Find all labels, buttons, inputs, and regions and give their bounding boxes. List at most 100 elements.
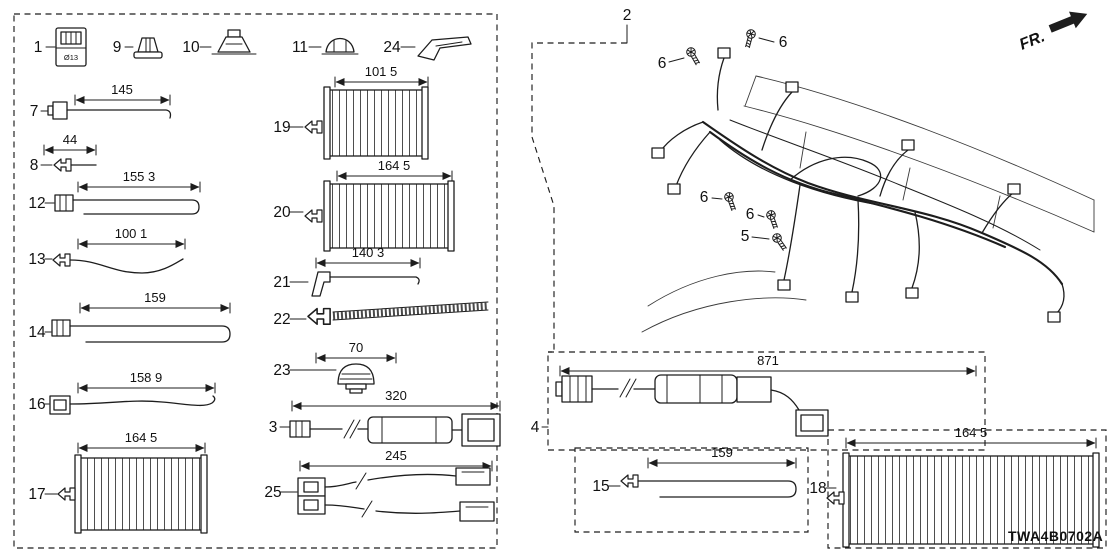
callout-6-label: 6 bbox=[700, 189, 709, 206]
part-24: 24 bbox=[383, 36, 472, 61]
bolt-icon bbox=[742, 28, 757, 50]
part-21: 140 3 21 bbox=[273, 245, 421, 297]
clip-with-wire-icon bbox=[311, 271, 420, 297]
part-7: 145 7 bbox=[30, 82, 172, 120]
part-23-ref: 23 bbox=[273, 362, 290, 379]
part-18-dashed-box bbox=[827, 429, 1107, 549]
part-13-dim-label: 100 1 bbox=[115, 226, 148, 241]
connector-icon bbox=[1047, 311, 1061, 323]
cable-assembly-icon bbox=[297, 467, 495, 522]
fr-label: FR. bbox=[1017, 28, 1047, 53]
wire-with-connector-icon bbox=[51, 319, 231, 343]
cable-assembly-icon bbox=[289, 413, 501, 447]
instrument-panel-outline bbox=[641, 75, 1095, 333]
callout-6-label: 6 bbox=[779, 34, 788, 51]
clip-icon bbox=[826, 491, 845, 505]
part-4-dim-label: 871 bbox=[757, 353, 779, 368]
part-15-dimension: 159 bbox=[647, 445, 797, 469]
callout-6-label: 6 bbox=[658, 55, 667, 72]
part-12-dimension: 155 3 bbox=[77, 169, 201, 193]
part-15-dashed-box bbox=[574, 447, 809, 533]
part-18-ref: 18 bbox=[809, 480, 826, 497]
part-12: 155 3 12 bbox=[28, 169, 201, 215]
part-24-ref: 24 bbox=[383, 39, 401, 56]
part-7-dim-label: 145 bbox=[111, 82, 133, 97]
part-13: 100 1 13 bbox=[28, 226, 186, 274]
connector-icon bbox=[901, 139, 915, 151]
corrugated-tube-icon bbox=[57, 454, 208, 534]
part-3-ref: 3 bbox=[269, 419, 278, 436]
bolt-callout-6-3: 6 bbox=[700, 189, 739, 213]
connector-icon bbox=[777, 279, 791, 291]
clip-icon bbox=[321, 37, 359, 55]
part-3-dim-label: 320 bbox=[385, 388, 407, 403]
part-15-dim-label: 159 bbox=[711, 445, 733, 460]
part-20-dim-label: 164 5 bbox=[378, 158, 411, 173]
connector-icon bbox=[785, 81, 799, 93]
part-21-dim-label: 140 3 bbox=[352, 245, 385, 260]
part-20-dimension: 164 5 bbox=[336, 158, 453, 182]
clip-icon bbox=[211, 29, 257, 55]
wire-break-mark bbox=[619, 378, 637, 398]
part-23: 70 23 bbox=[273, 340, 397, 394]
harness-zone-dashed-boundary bbox=[531, 42, 627, 353]
connector-icon bbox=[651, 147, 665, 159]
part-16: 158 9 16 bbox=[28, 370, 216, 415]
part-8-dim-label: 44 bbox=[63, 132, 77, 147]
part-7-dimension: 145 bbox=[74, 82, 171, 106]
part-16-dimension: 158 9 bbox=[77, 370, 216, 394]
part-19-ref: 19 bbox=[273, 119, 290, 136]
part-25-ref: 25 bbox=[264, 484, 281, 501]
part-17-ref: 17 bbox=[28, 486, 45, 503]
part-17-dimension: 164 5 bbox=[77, 430, 206, 454]
part-14-dimension: 159 bbox=[79, 290, 231, 314]
part-3-dimension: 320 bbox=[291, 388, 501, 412]
part-10: 10 bbox=[182, 29, 257, 56]
cable-assembly-icon bbox=[555, 374, 829, 437]
front-arrow-icon bbox=[1048, 11, 1088, 33]
corrugated-tube-icon bbox=[304, 86, 429, 160]
clip-icon bbox=[304, 120, 323, 134]
part-23-dimension: 70 bbox=[315, 340, 397, 364]
bolt-icon bbox=[722, 190, 739, 213]
part-19-dim-label: 101 5 bbox=[365, 64, 398, 79]
part-4-dashed-box bbox=[547, 351, 986, 451]
clip-icon bbox=[57, 487, 76, 501]
part-8-ref: 8 bbox=[30, 157, 39, 174]
part-11: 11 bbox=[292, 37, 359, 56]
part-9: 9 bbox=[113, 37, 163, 59]
callout-5-label: 5 bbox=[741, 228, 750, 245]
part-13-ref: 13 bbox=[28, 251, 45, 268]
connector-icon: Ø13 bbox=[55, 27, 87, 67]
leader-line bbox=[711, 197, 723, 200]
bolt-icon bbox=[764, 208, 781, 231]
part-22-ref: 22 bbox=[273, 311, 290, 328]
wire bbox=[69, 258, 184, 274]
part-15-ref: 15 bbox=[592, 478, 609, 495]
wire-with-connector-icon bbox=[47, 101, 172, 120]
bolt-callout-6-1: 6 bbox=[658, 45, 703, 72]
part-10-ref: 10 bbox=[182, 39, 200, 56]
part-25: 245 25 bbox=[264, 448, 495, 522]
part-15: 15 159 bbox=[574, 445, 809, 533]
part-2-ref: 2 bbox=[623, 7, 632, 24]
part-14-ref: 14 bbox=[28, 324, 46, 341]
tie-strap-clip-icon bbox=[307, 301, 489, 325]
detail-parts-dashed-box bbox=[13, 13, 498, 549]
wire-with-connector-icon bbox=[49, 395, 216, 415]
part-16-dim-label: 158 9 bbox=[130, 370, 163, 385]
bracket-clip-icon bbox=[417, 36, 472, 61]
part-18-dimension: 164 5 bbox=[845, 425, 1097, 449]
part-18-dim-label: 164 5 bbox=[955, 425, 988, 440]
part-9-ref: 9 bbox=[113, 39, 122, 56]
front-direction-indicator: FR. bbox=[1017, 11, 1088, 54]
part-1-ref: 1 bbox=[34, 39, 43, 56]
instrument-panel-harness-illustration bbox=[651, 47, 1065, 323]
corrugated-tube-icon bbox=[826, 452, 1100, 548]
part-13-dimension: 100 1 bbox=[77, 226, 186, 250]
wire-break-mark bbox=[343, 419, 361, 439]
part-4: 4 871 bbox=[531, 351, 986, 451]
clip-icon bbox=[620, 474, 639, 488]
part-19-dimension: 101 5 bbox=[334, 64, 429, 88]
